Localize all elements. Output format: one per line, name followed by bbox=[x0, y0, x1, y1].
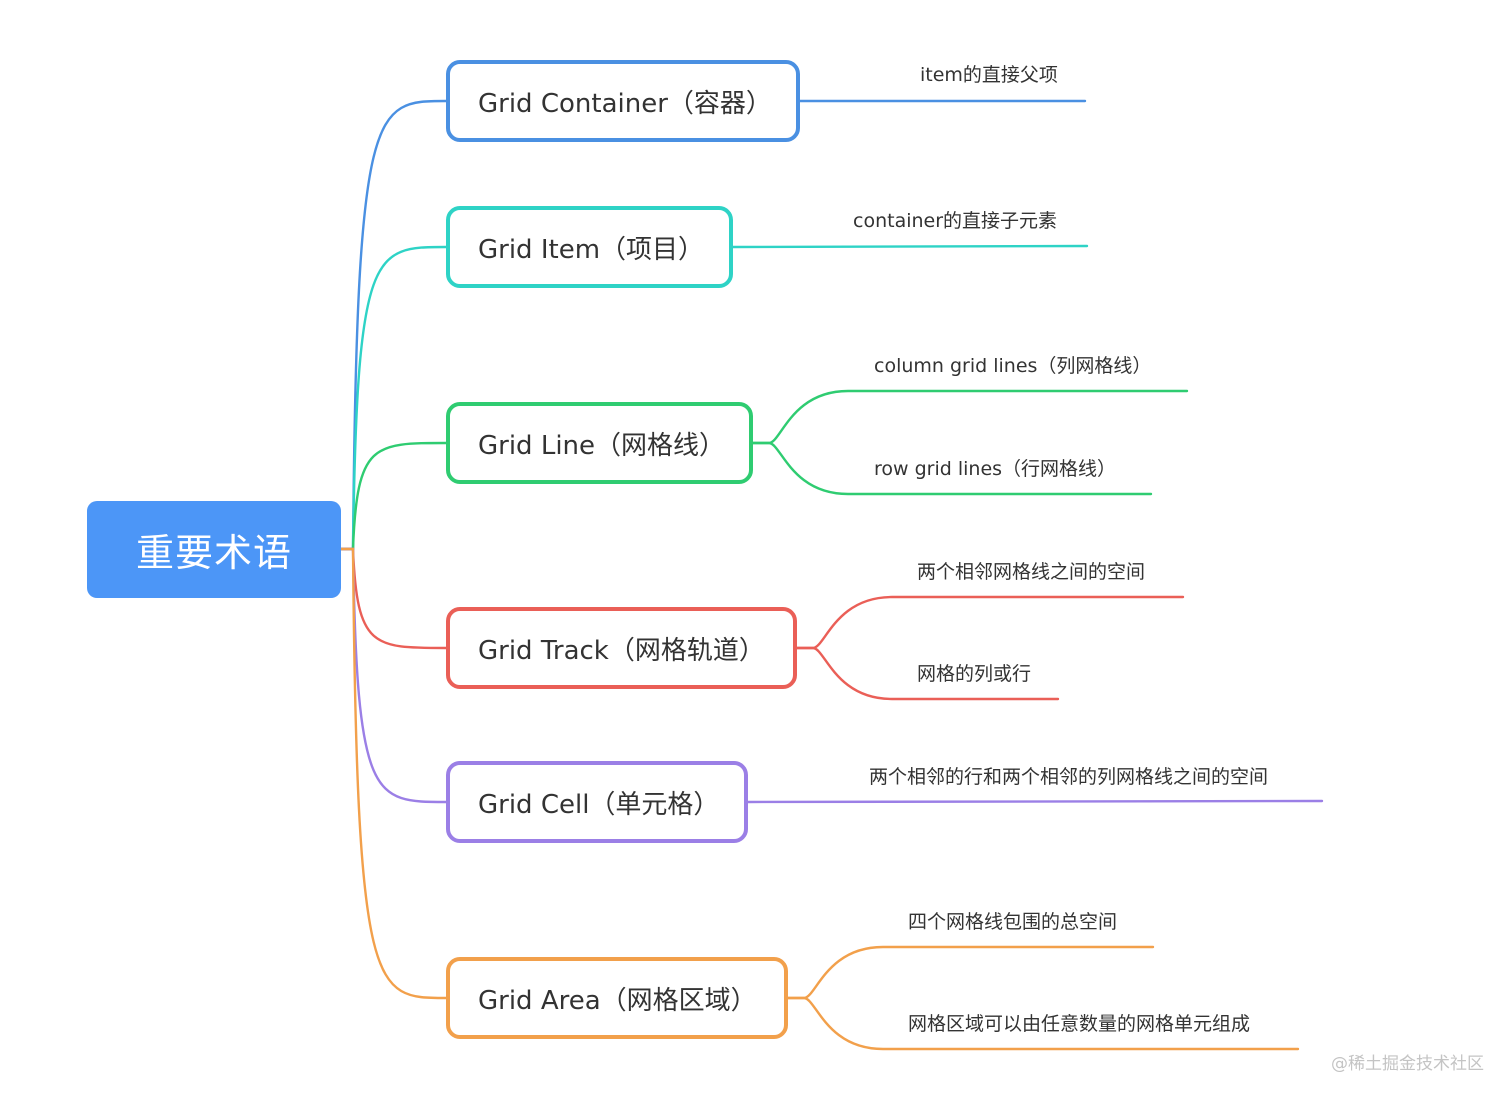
node-grid-track: Grid Track（网格轨道） bbox=[446, 607, 797, 689]
connector-leaf-2-1 bbox=[751, 441, 1153, 496]
root-node: 重要术语 bbox=[87, 501, 341, 598]
node-grid-area: Grid Area（网格区域） bbox=[446, 957, 788, 1039]
connector-leaf-5-0 bbox=[786, 945, 1155, 1000]
node-grid-container: Grid Container（容器） bbox=[446, 60, 800, 142]
connector-root-to-1 bbox=[339, 245, 448, 551]
leaf-grid-track-2: 网格的列或行 bbox=[917, 663, 1032, 685]
connector-leaf-4-0 bbox=[746, 799, 1324, 804]
node-grid-item: Grid Item（项目） bbox=[446, 206, 733, 288]
connector-root-to-0 bbox=[339, 99, 448, 551]
connector-leaf-2-0 bbox=[751, 389, 1189, 445]
leaf-grid-area-1: 四个网格线包围的总空间 bbox=[908, 911, 1118, 933]
leaf-grid-area-2: 网格区域可以由任意数量的网格单元组成 bbox=[908, 1013, 1251, 1035]
connector-root-to-2 bbox=[339, 441, 448, 551]
leaf-grid-line-2: row grid lines（行网格线） bbox=[874, 458, 1117, 480]
leaf-grid-cell-1: 两个相邻的行和两个相邻的列网格线之间的空间 bbox=[869, 766, 1269, 788]
leaf-grid-track-1: 两个相邻网格线之间的空间 bbox=[917, 561, 1146, 583]
connector-root-to-5 bbox=[339, 547, 448, 1000]
connector-leaf-5-1 bbox=[786, 996, 1300, 1051]
connector-root-to-3 bbox=[339, 547, 448, 650]
leaf-grid-item-1: container的直接子元素 bbox=[853, 210, 1058, 232]
leaf-grid-line-1: column grid lines（列网格线） bbox=[874, 355, 1152, 377]
node-grid-cell: Grid Cell（单元格） bbox=[446, 761, 748, 843]
connector-leaf-1-0 bbox=[731, 244, 1089, 249]
leaf-grid-container-1: item的直接父项 bbox=[920, 64, 1058, 86]
connector-leaf-3-0 bbox=[795, 595, 1185, 650]
node-grid-line: Grid Line（网格线） bbox=[446, 402, 753, 484]
watermark: @稀土掘金技术社区 bbox=[1331, 1054, 1484, 1074]
connector-leaf-3-1 bbox=[795, 646, 1060, 701]
